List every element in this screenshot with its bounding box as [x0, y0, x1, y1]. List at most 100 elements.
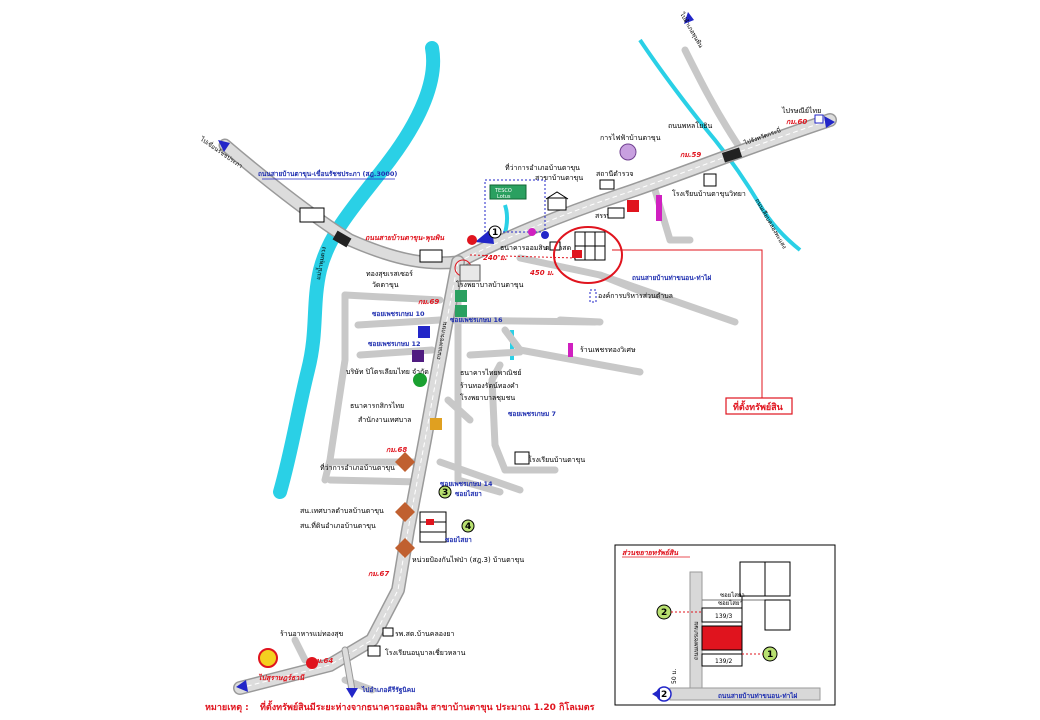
inset-soi-mid: ซอยไสยา — [718, 599, 743, 607]
label-to-khiri: ไปอำเภอคีรีรัฐนิคม — [361, 685, 415, 695]
label-soi-a: ซอยเพชรเกษม 16 — [450, 316, 503, 324]
note-text: ที่ตั้งทรัพย์สินมีระยะห่างจากธนาคารออมสิ… — [260, 700, 595, 713]
label-arrow-top: ไปอำเภอพุนพิน — [678, 10, 705, 49]
label-soi-c: ซอยไสยา — [455, 489, 482, 498]
label-road-top-left: ถนนสายบ้านตาขุน-เขื่อนรัชชประภา (สฎ.3000… — [258, 168, 397, 178]
label-soi-14: ซอยเพชรเกษม 14 — [440, 480, 493, 488]
bank-icon-1 — [418, 326, 430, 338]
market-icon — [541, 231, 549, 239]
label-dist-240: 240 ม. — [483, 254, 507, 262]
inset-road-vertical: ถนนเพชรเกษม — [693, 621, 700, 660]
label-soi-12: ซอยเพชรเกษม 12 — [368, 340, 421, 348]
marker-4 — [461, 519, 475, 533]
label-hospital2: สน.เทศบาลตำบลบ้านตาขุน — [300, 507, 384, 515]
label-bank-siam: ธนาคารไทยพาณิชย์ — [460, 368, 522, 377]
label-dist-450: 450 ม. — [530, 269, 554, 277]
inset-title: ส่วนขยายทรัพย์สิน — [622, 548, 679, 557]
km-68: กม.68 — [386, 446, 407, 454]
tesco-label: TESCO — [494, 188, 512, 194]
label-temple: วัดตาขุน — [372, 281, 399, 289]
bank-icon-3 — [455, 305, 467, 317]
label-district-office: ที่ว่าการอำเภอบ้านตาขุน — [505, 163, 580, 172]
marker-1-label: 1 — [492, 228, 498, 238]
label-school-right: โรงเรียนบ้านตาขุนวิทยา — [672, 189, 746, 198]
note-prefix: หมายเหตุ : — [205, 703, 249, 713]
bridge-left — [332, 230, 352, 248]
bridge-right — [721, 147, 743, 163]
label-savings-bank: ธนาคารออมสิน — [500, 244, 548, 252]
site-grid-mid — [419, 511, 447, 543]
label-to-bangkok: ไปสุราษฎร์ธานี — [258, 673, 306, 682]
label-rural-road: ถนนสายบ้านท่าขนอน-ท่าไผ่ — [632, 273, 712, 282]
label-school-mid: โรงเรียนบ้านตาขุน — [528, 455, 585, 464]
school-bottom2-icon — [367, 645, 381, 657]
label-post-office: ไปรษณีย์ไทย — [781, 106, 821, 115]
district-office-roof — [545, 191, 569, 200]
inset-map: ส่วนขยายทรัพย์สิน ซอยไสยา ซอยไสยา 139/3 … — [614, 544, 836, 706]
label-canal-vertical: ถนนเลียบคลองพะแสง — [753, 197, 788, 250]
label-intersection: ถนนสายบ้านตาขุน-พุนพิน — [365, 234, 445, 242]
school-icon — [703, 173, 717, 187]
flag-icon — [656, 195, 662, 221]
site-plots — [572, 231, 606, 261]
building-top-left — [299, 207, 325, 223]
site-circle — [553, 226, 623, 284]
electric-icon — [619, 143, 637, 161]
label-soi-d: ซอยไสยา — [445, 535, 472, 544]
label-local-office: สำนักงานเทศบาล — [358, 416, 411, 424]
km-69: กม.69 — [418, 298, 439, 306]
label-police-station: หน่วยป้องกันไฟป่า (สฎ.3) บ้านตาขุน — [412, 555, 524, 564]
label-bank-kasikorn: ธนาคารกสิกรไทย — [350, 401, 404, 410]
hospital-icon — [459, 264, 481, 282]
label-hospital-small: โรงพยาบาลชุมชน — [460, 393, 515, 402]
label-school-bottom: รพ.สต.บ้านคลองยา — [395, 630, 454, 638]
label-hotel: ทองสุขเรสเซอร์ — [366, 270, 413, 278]
km-60: กม.60 — [786, 118, 807, 126]
restaurant-icon — [306, 657, 318, 669]
property-label-box — [725, 397, 793, 415]
sevenel-icon — [467, 235, 477, 245]
site-marker — [572, 250, 582, 258]
label-gold-shop: ร้านทองรัตน์ทองคำ — [460, 382, 519, 390]
inset-marker-2-label: 2 — [661, 608, 667, 618]
edge-arrows — [218, 12, 835, 698]
label-hospital-mid: โรงพยาบาลบ้านตาขุน — [456, 280, 524, 289]
inset-soi-top: ซอยไสยา — [720, 591, 745, 599]
bank-icon-2 — [455, 290, 467, 302]
property-label: ที่ตั้งทรัพย์สิน — [733, 400, 784, 413]
label-school-bottom2: โรงเรียนอนุบาลเชี่ยวหลาน — [385, 648, 466, 657]
label-rest-area: ร้านอาหารแม่ทองสุข — [280, 630, 344, 638]
site-pointer-line — [612, 249, 763, 398]
label-gas-company: บริษัท ปิโตรเลียมไทย จำกัด — [346, 367, 429, 376]
sales-office-icon — [528, 228, 536, 236]
bank-icon-4 — [412, 350, 424, 362]
tesco-box — [489, 184, 527, 200]
marker-1 — [488, 225, 502, 239]
label-district-health: สน.ที่ดินอำเภอบ้านตาขุน — [300, 521, 376, 530]
label-soi-10: ซอยเพชรเกษม 10 — [372, 310, 425, 318]
rural-road-box — [589, 289, 597, 303]
shop-icon — [568, 343, 573, 357]
label-canal-road: ถนนพหลโยธิน — [668, 121, 712, 130]
school-bottom-icon — [382, 627, 394, 637]
marker-4-label: 4 — [465, 522, 471, 532]
shell-icon — [258, 648, 278, 668]
km-64: กม.64 — [312, 657, 333, 665]
inset-road-bottom: ถนนสายบ้านท่าขนอน-ท่าไผ่ — [718, 691, 798, 700]
marker-3 — [438, 485, 452, 499]
label-police: สถานีตำรวจ — [596, 170, 634, 178]
police-icon — [599, 179, 615, 190]
km-59: กม.59 — [680, 151, 701, 159]
lotus-label: Lotus — [497, 194, 511, 200]
marker-3-label: 3 — [442, 488, 448, 498]
tesco-outline — [484, 179, 546, 233]
label-market-label: สาขาบ้านตาขุน — [535, 174, 583, 182]
inset-dist: 50 ม. — [671, 669, 678, 684]
school-mid-icon — [514, 451, 530, 465]
inset-marker-2b-label: 2 — [661, 690, 667, 700]
inset-lot-a: 139/3 — [715, 613, 732, 620]
label-road-sukhumvit: องค์การบริหารส่วนตำบล — [598, 292, 673, 300]
route-dashed — [469, 254, 576, 259]
km-67: กม.67 — [368, 570, 389, 578]
